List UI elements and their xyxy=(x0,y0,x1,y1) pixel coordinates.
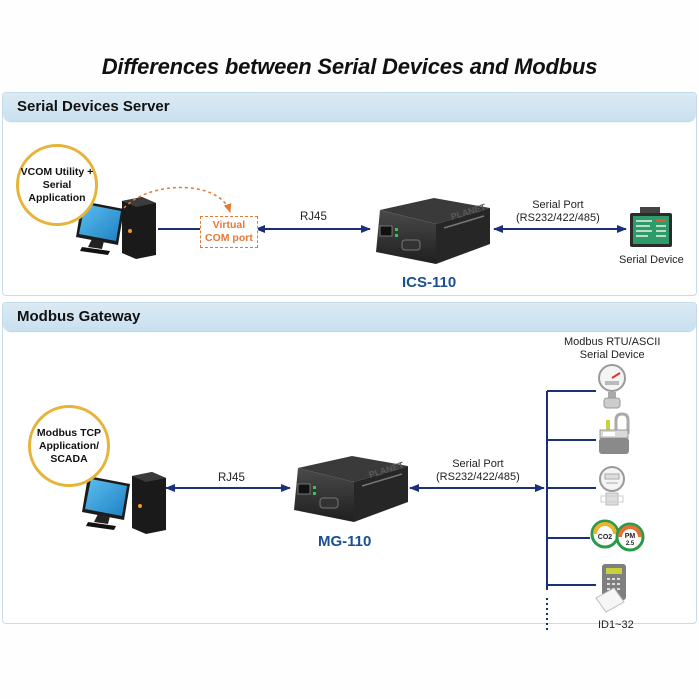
host-app-bubble: VCOM Utility + Serial Application xyxy=(16,144,98,226)
serial-bus xyxy=(546,390,596,590)
rj45-label: RJ45 xyxy=(300,211,327,223)
mg-110-device-icon: PLANET xyxy=(294,456,408,522)
serial-devices-server-panel: Serial Devices Server xyxy=(2,92,697,296)
serial-device-icon xyxy=(630,207,672,247)
serial-port-label: Serial Port (RS232/422/485) xyxy=(436,458,520,483)
serial-port-label: Serial Port (RS232/422/485) xyxy=(516,199,600,224)
svg-text:2.5: 2.5 xyxy=(626,541,635,547)
mg-110-model-label: MG-110 xyxy=(318,533,372,550)
computer-icon xyxy=(82,472,166,534)
panel-header-modbus-gateway: Modbus Gateway xyxy=(3,303,696,331)
computer-icon xyxy=(76,197,156,259)
ics-110-device-icon: PLANET xyxy=(376,198,490,264)
ics-110-model-label: ICS-110 xyxy=(402,274,457,291)
flow-meter-icon xyxy=(599,466,625,506)
virtual-com-port-box: Virtual COM port xyxy=(200,216,258,248)
panel-header-serial-server: Serial Devices Server xyxy=(3,93,696,121)
modbus-serial-device-label: Modbus RTU/ASCII Serial Device xyxy=(564,336,661,361)
host-app-bubble: Modbus TCP Application/ SCADA xyxy=(28,405,110,487)
serial-device-label: Serial Device xyxy=(619,254,684,266)
svg-text:CO2: CO2 xyxy=(598,534,613,541)
access-control-keypad-icon xyxy=(595,564,626,613)
page-title: Differences between Serial Devices and M… xyxy=(101,54,598,79)
pressure-gauge-icon xyxy=(598,364,626,409)
device-id-range-label: ID1~32 xyxy=(598,619,634,631)
rj45-label: RJ45 xyxy=(218,472,245,484)
svg-text:PM: PM xyxy=(625,533,636,540)
air-quality-sensor-icon: CO2 PM 2.5 xyxy=(590,519,645,552)
virtual-link-arc xyxy=(123,186,232,213)
gas-meter-icon xyxy=(599,412,630,454)
